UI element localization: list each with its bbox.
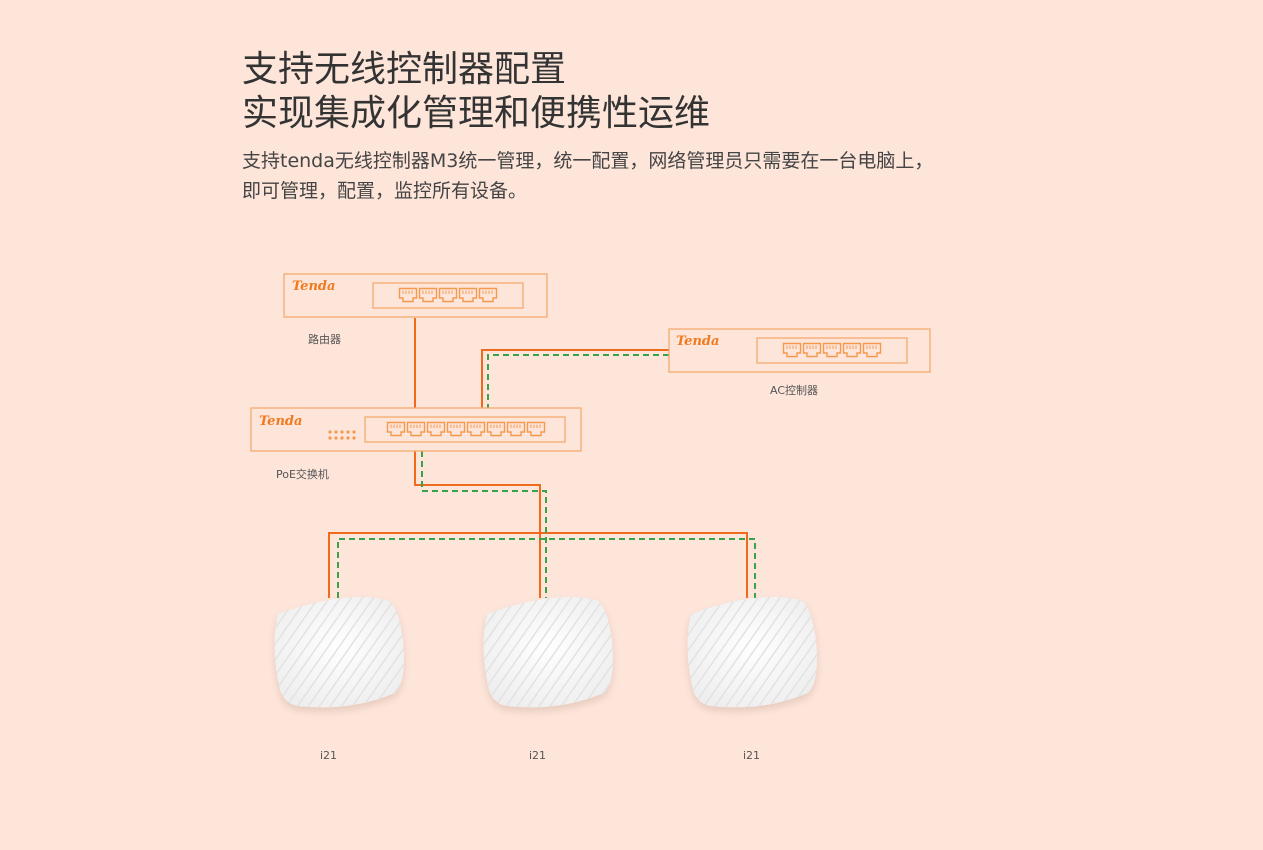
switch-to-trunk-line [414, 451, 541, 598]
ap-label-1: i21 [320, 749, 337, 762]
ac-controller-label: AC控制器 [770, 383, 818, 397]
access-point-icon [687, 597, 817, 708]
router-icon: Tenda [283, 273, 548, 318]
access-point-icon [483, 597, 613, 708]
description: 支持tenda无线控制器M3统一管理，统一配置，网络管理员只需要在一台电脑上，即… [242, 150, 934, 202]
title-line-2: 实现集成化管理和便携性运维 [242, 93, 711, 134]
ap-distribution-line [328, 532, 748, 598]
page-title: 支持无线控制器配置 实现集成化管理和便携性运维 [242, 48, 710, 136]
data-lines [337, 354, 756, 598]
title-line-1: 支持无线控制器配置 [242, 49, 567, 90]
poe-switch-label: PoE交换机 [276, 467, 329, 481]
switch-brand: Tenda [259, 414, 302, 429]
ac-brand: Tenda [676, 334, 719, 349]
ac-controller-icon: Tenda [668, 328, 931, 373]
ap-data-distribution-line [337, 538, 756, 598]
ac-to-switch-line [481, 349, 669, 408]
router-label: 路由器 [308, 332, 341, 346]
switch-data-line [421, 451, 547, 598]
poe-switch-icon: Tenda [250, 407, 582, 452]
ac-data-line [487, 354, 669, 408]
power-lines [328, 318, 748, 598]
access-point-icon [274, 597, 404, 708]
ap-label-3: i21 [743, 749, 760, 762]
router-brand: Tenda [292, 279, 335, 294]
switch-led-indicators [328, 430, 356, 440]
ap-label-2: i21 [529, 749, 546, 762]
